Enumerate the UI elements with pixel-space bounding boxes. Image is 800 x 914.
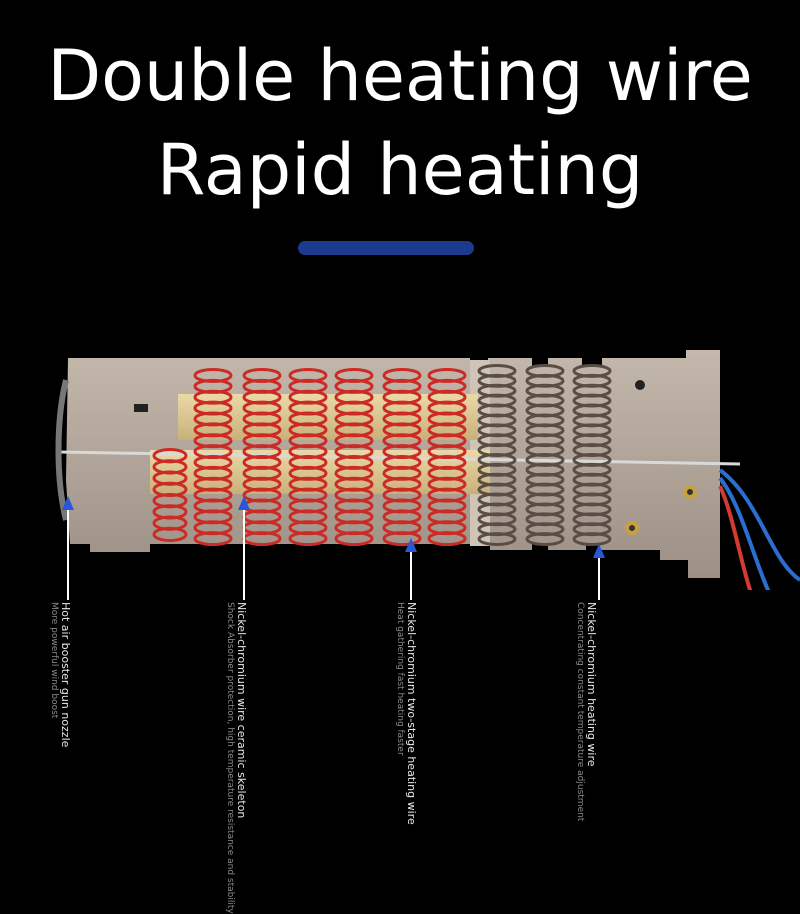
callout-nozzle: Hot air booster gun nozzle More powerful… [48,602,72,747]
heating-element-photo [55,350,800,590]
callout-heating-wire-desc: Concentrating constant temperature adjus… [575,602,585,822]
callout-nozzle-title: Hot air booster gun nozzle [59,602,72,748]
pointer-line-nozzle [67,508,69,600]
arrow-heating-wire-icon [593,544,605,558]
arrow-ceramic-icon [238,496,250,510]
arrow-nozzle-icon [62,496,74,510]
callout-two-stage-desc: Heat gathering fast heating faster [395,602,405,756]
red-coil-5-turn [427,531,467,547]
callout-two-stage-wire: Nickel-chromium two-stage heating wire H… [394,602,418,825]
dark-coil-1-turn [525,532,565,546]
headline-line-2: Rapid heating [156,129,644,211]
red-coil-4-turn [382,531,422,547]
pointer-line-ceramic [243,508,245,600]
headline-line-1: Double heating wire [47,35,753,117]
dark-coil-2-turn [572,532,612,546]
red-coil-left-turn [152,526,188,543]
callout-two-stage-title: Nickel-chromium two-stage heating wire [405,602,418,825]
callout-heating-wire-title: Nickel-chromium heating wire [585,602,598,767]
accent-underline-bar [298,241,474,255]
red-coil-3-turn [334,531,374,547]
red-coil-2-turn [288,531,328,547]
red-coil-0-turn [193,531,233,547]
callout-ceramic-title: Nickel-chromium wire ceramic skeleton [235,602,248,819]
dark-coil-0-turn [477,532,517,546]
callout-nozzle-desc: More powerful wind boost [49,602,59,719]
pointer-line-two-stage [410,550,412,600]
arrow-two-stage-icon [405,538,417,552]
callout-heating-wire: Nickel-chromium heating wire Concentrati… [574,602,598,821]
callout-ceramic-skeleton: Nickel-chromium wire ceramic skeleton Sh… [224,602,248,914]
pointer-line-heating-wire [598,556,600,600]
callout-ceramic-desc: Shock Absorber protection, high temperat… [225,602,235,914]
